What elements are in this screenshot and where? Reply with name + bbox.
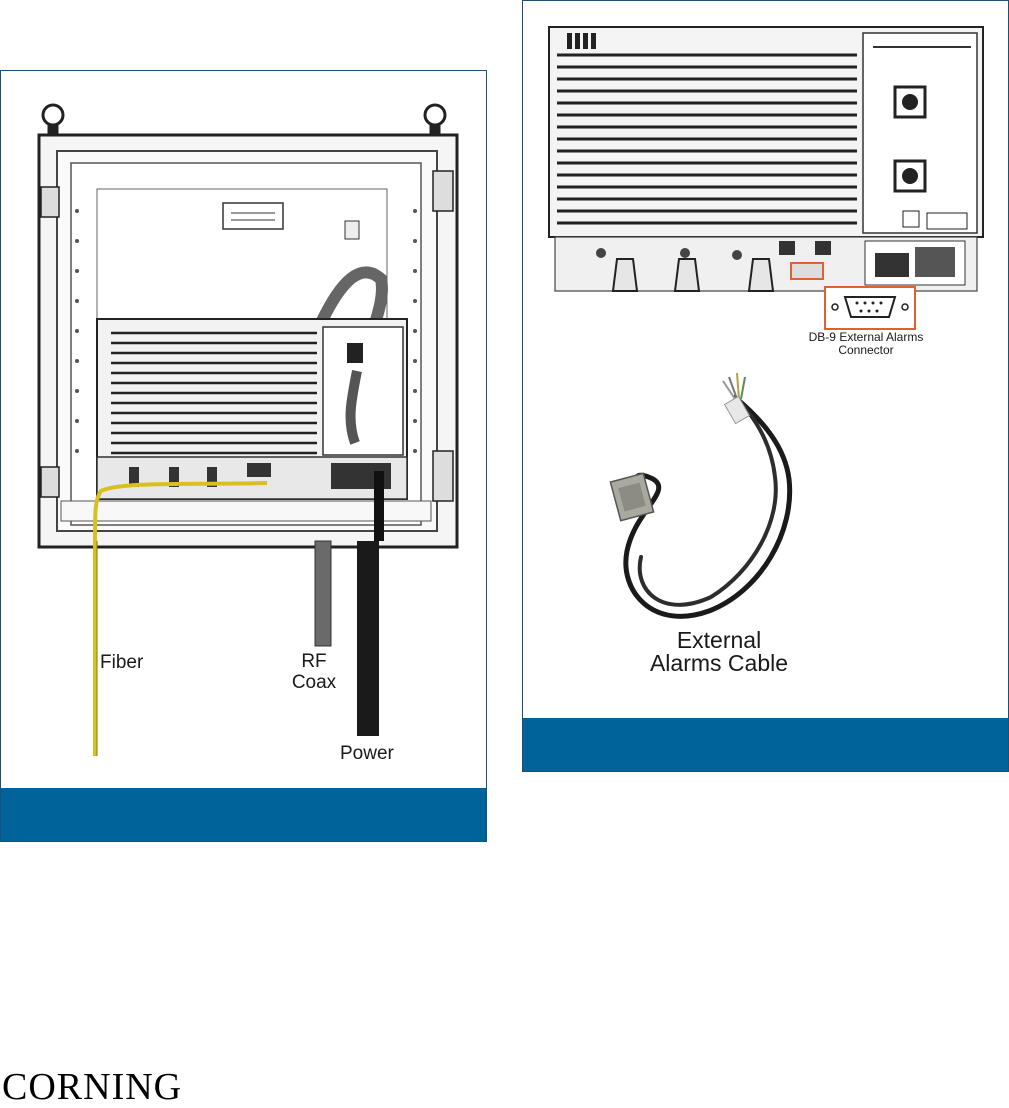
enclosure-illustration (1, 71, 487, 842)
db9-highlight-small (791, 263, 823, 279)
rf-coax-label: RF Coax (279, 651, 349, 694)
db9-plug (610, 473, 653, 520)
alarms-cable-label: External Alarms Cable (609, 629, 829, 675)
power-label: Power (340, 744, 394, 763)
alarms-figure-panel: DB-9 External Alarms Connector External … (522, 0, 1009, 772)
figure-caption-bar-left (1, 788, 486, 841)
figure-caption-bar-right (523, 718, 1008, 771)
rf-coax-line (315, 541, 331, 646)
corning-logo: CORNING (2, 1068, 182, 1106)
eye-bolts (43, 105, 445, 135)
enclosure-figure-panel: Fiber RF Coax Power (0, 70, 487, 842)
cable-wire-ends (723, 373, 745, 399)
fiber-label: Fiber (100, 653, 143, 672)
power-cable-line (357, 541, 379, 736)
db9-connector-label: DB-9 External Alarms Connector (791, 331, 941, 356)
